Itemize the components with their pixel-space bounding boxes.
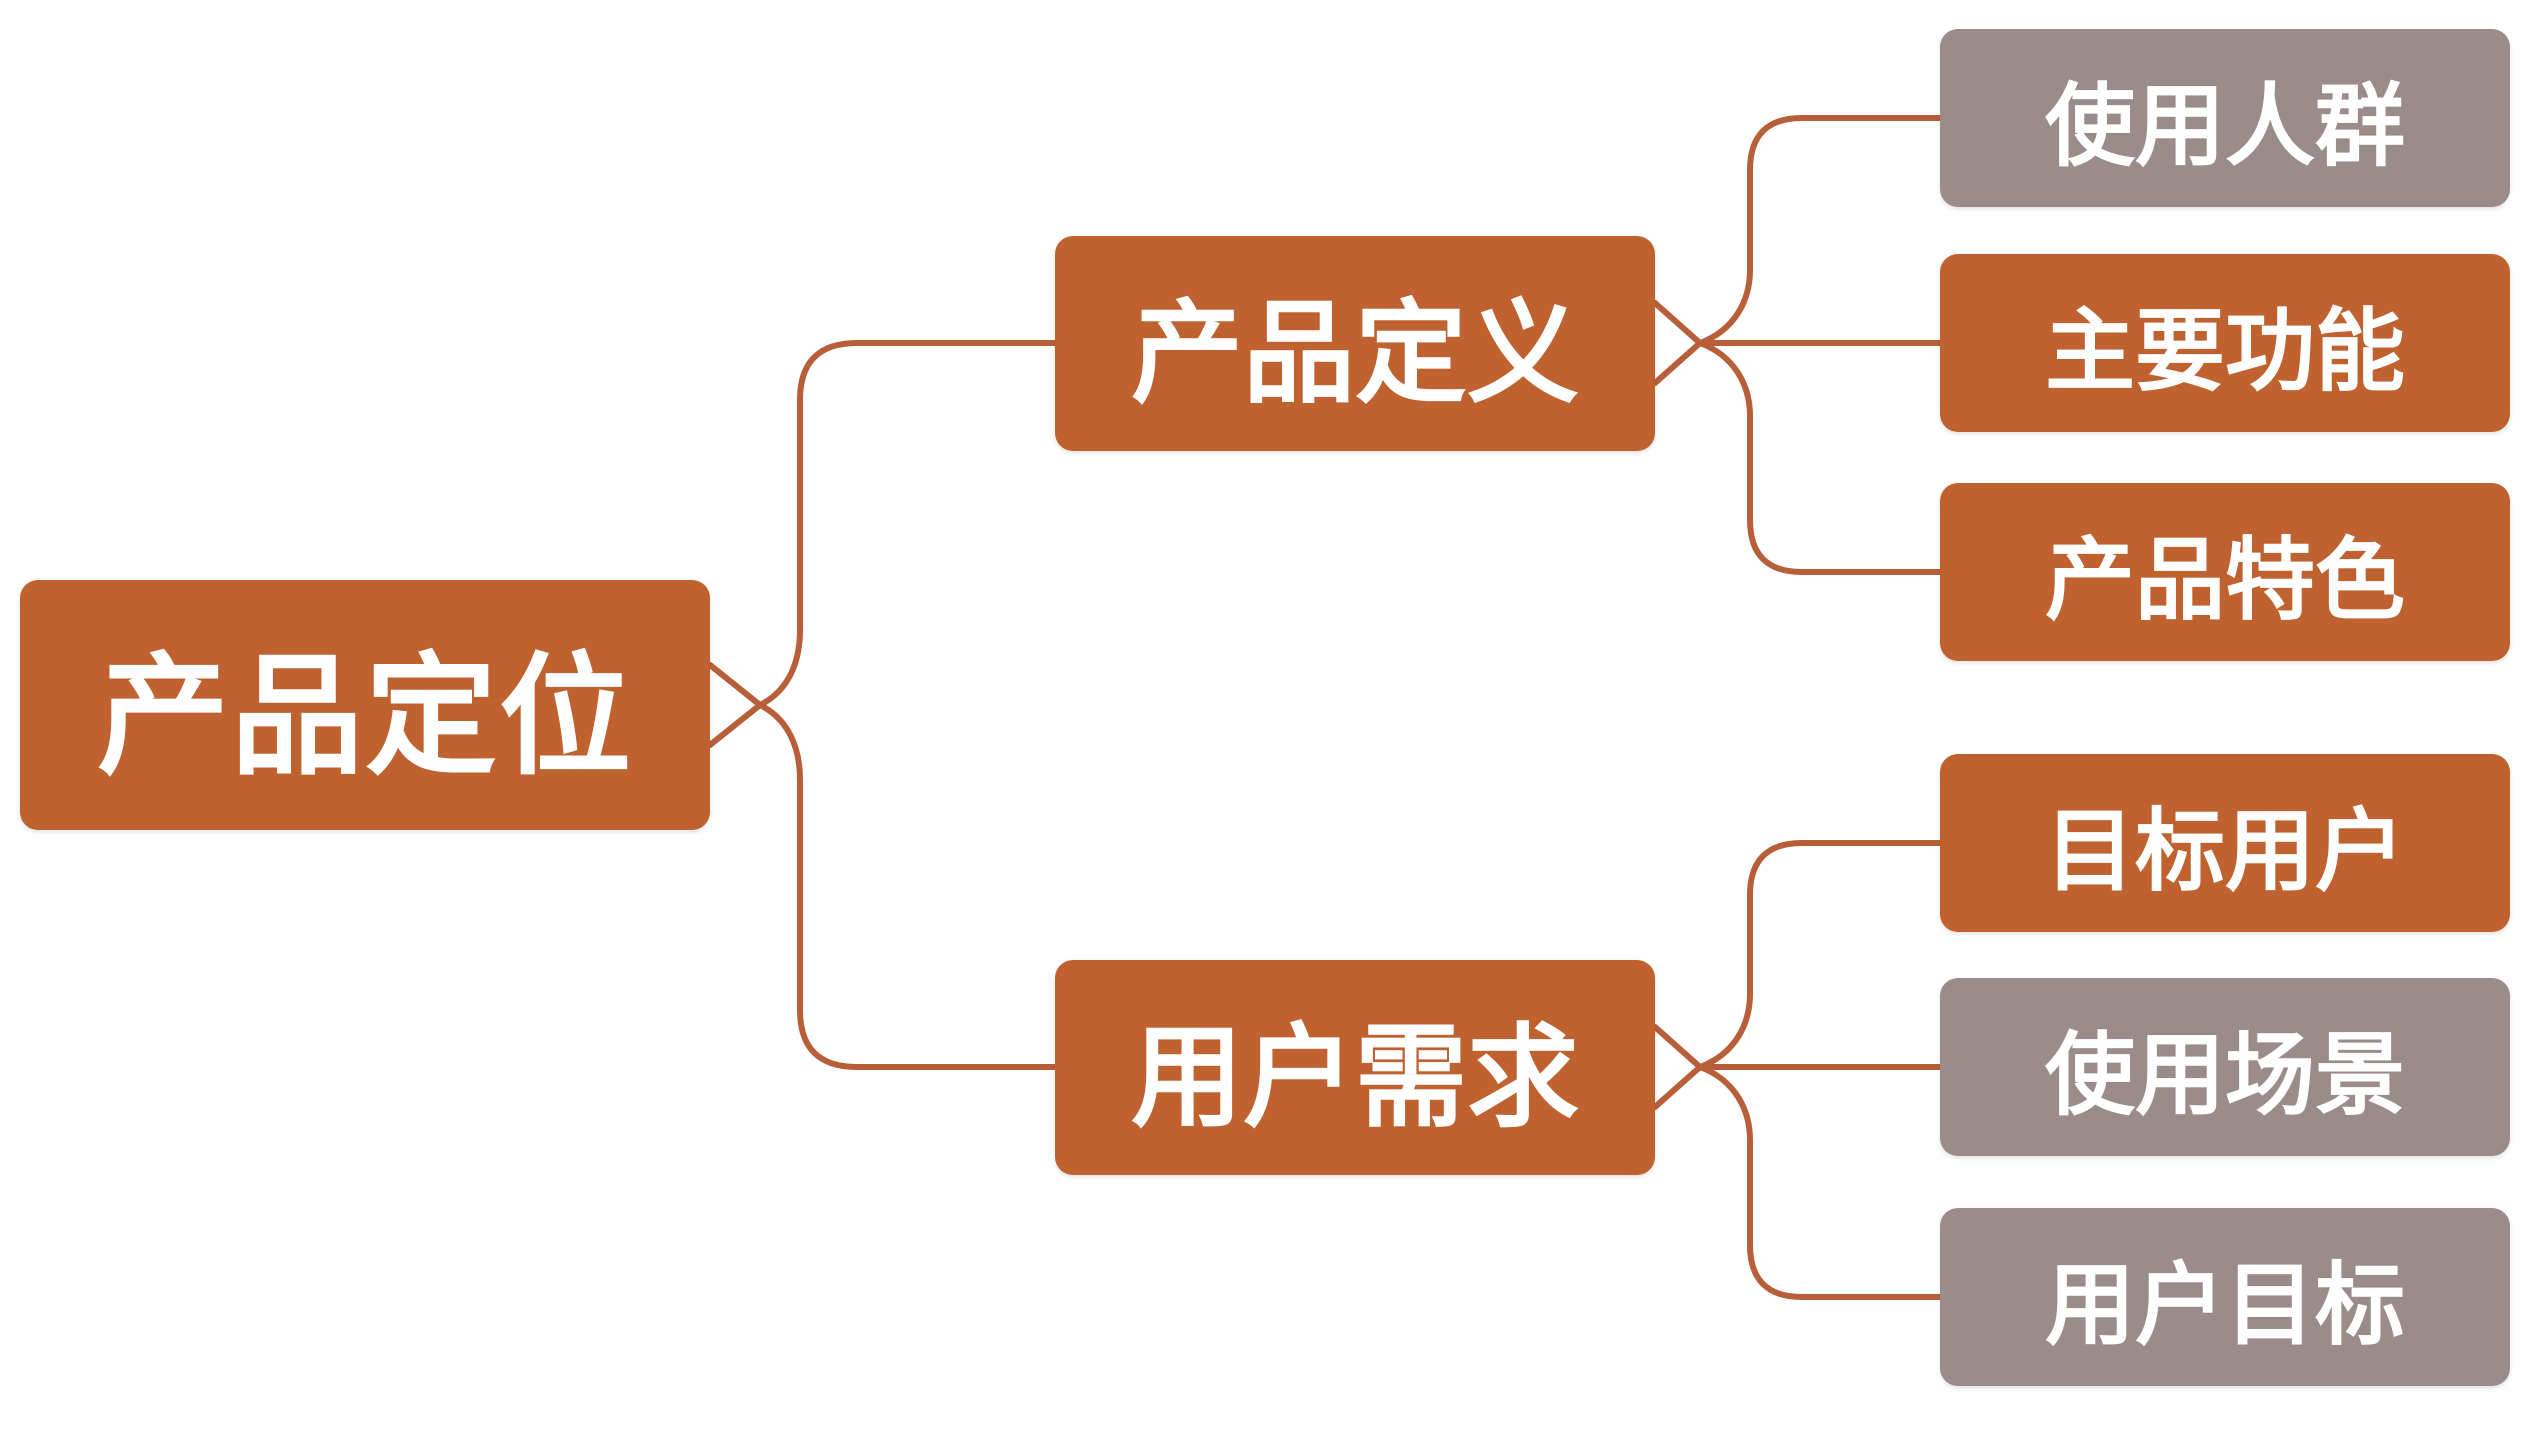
leaf-node-1-3[interactable]: 产品特色: [1940, 483, 2510, 661]
leaf-node-1-2[interactable]: 主要功能: [1940, 254, 2510, 432]
branch-node-1[interactable]: 产品定义: [1055, 236, 1655, 451]
leaf-node-1-1[interactable]: 使用人群: [1940, 29, 2510, 207]
leaf-node-2-1[interactable]: 目标用户: [1940, 754, 2510, 932]
leaf-node-2-3[interactable]: 用户目标: [1940, 1208, 2510, 1386]
connector-branch-1-to-leaf-3: [1697, 340, 1943, 575]
connector-branch-2-to-leaf-3: [1697, 1064, 1943, 1300]
root-node[interactable]: 产品定位: [20, 580, 710, 830]
connector-root-to-branch-1: [757, 340, 1058, 708]
connector-branch-2-to-leaf-1: [1697, 840, 1943, 1070]
connector-root-to-branch-2: [757, 702, 1058, 1070]
connector-branch-1-to-leaf-1: [1697, 115, 1943, 346]
branch-1-connector-notch: [1652, 300, 1703, 386]
root-connector-notch: [707, 662, 763, 748]
leaf-node-2-2[interactable]: 使用场景: [1940, 978, 2510, 1156]
branch-2-connector-notch: [1652, 1024, 1703, 1110]
branch-node-2[interactable]: 用户需求: [1055, 960, 1655, 1175]
